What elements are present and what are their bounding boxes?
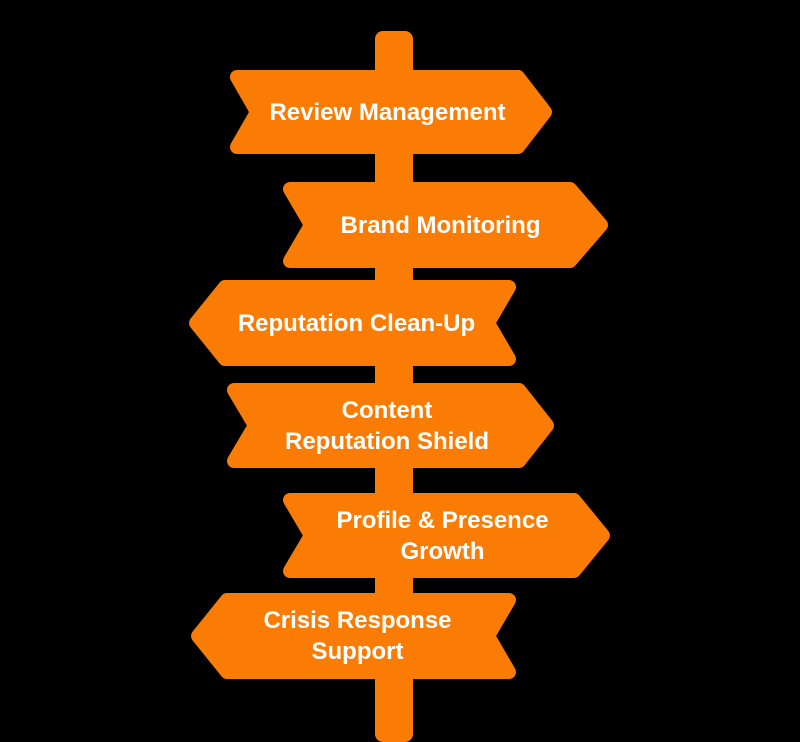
sign-label-line: Review Management xyxy=(269,98,506,126)
sign-label-line: Reputation Clean-Up xyxy=(237,309,476,337)
sign-label-line: Reputation Shield xyxy=(285,427,489,455)
sign-label-line: Content xyxy=(341,396,433,424)
sign-label-brand-monitoring: Brand Monitoring xyxy=(311,182,570,268)
sign-arrow-brand-monitoring-right xyxy=(283,182,608,268)
sign-label-reputation-clean-up: Reputation Clean-Up xyxy=(225,280,488,366)
sign-label-review-management: Review Management xyxy=(257,70,518,154)
sign-arrow-review-management-right xyxy=(230,70,552,154)
sign-arrow-content-reputation-shield-right xyxy=(227,383,554,468)
sign-label-line: Crisis Response xyxy=(263,607,452,634)
sign-label-line: Profile & Presence xyxy=(336,506,549,534)
sign-label-line: Growth xyxy=(400,537,485,565)
sign-label-line: Support xyxy=(311,638,404,665)
sign-arrow-reputation-clean-up-left xyxy=(189,280,516,366)
sign-arrow-crisis-response-support-left xyxy=(191,593,516,679)
sign-arrow-profile-presence-growth-right xyxy=(283,493,610,578)
sign-label-line: Brand Monitoring xyxy=(340,211,541,239)
